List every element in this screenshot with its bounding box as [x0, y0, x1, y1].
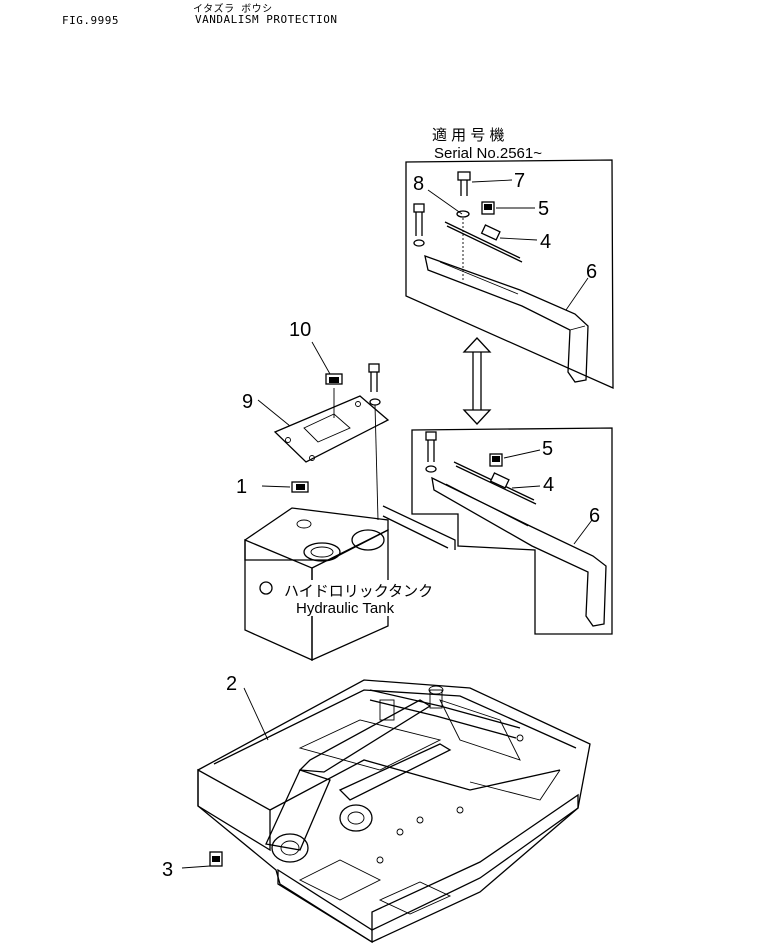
- alternative-arrow: [462, 337, 492, 425]
- plate-assembly: 10 9: [242, 319, 390, 521]
- callout-10: 10: [289, 319, 311, 341]
- callout-4-lower: 4: [543, 474, 554, 496]
- serial-heading-jp: 適 用 号 機: [432, 126, 505, 144]
- figure-title: VANDALISM PROTECTION: [195, 13, 338, 26]
- callout-8: 8: [413, 173, 424, 195]
- part-6-cover-lower: [431, 476, 607, 627]
- part-4-bracket-lower: [489, 472, 510, 489]
- standard-detail-box: 5 4 6: [411, 427, 613, 635]
- figure-number: FIG.9995: [62, 14, 119, 27]
- part-4-bar-upper: [444, 221, 523, 263]
- standard-box-frame: [411, 427, 613, 635]
- callout-6-lower: 6: [589, 505, 600, 527]
- revolving-frame: 2 3: [162, 673, 591, 944]
- serial-detail-box: 適 用 号 機 Serial No.2561~ 7 5 4 8: [405, 126, 614, 390]
- callout-2: 2: [226, 673, 237, 695]
- callout-3: 3: [162, 859, 173, 881]
- tank-label-en: Hydraulic Tank: [296, 600, 395, 617]
- callout-4-upper: 4: [540, 231, 551, 253]
- part-6-cover-upper: [424, 254, 589, 383]
- part-4-bracket-upper: [480, 224, 501, 241]
- callout-7: 7: [514, 170, 525, 192]
- callout-1: 1: [236, 476, 247, 498]
- callout-5-lower: 5: [542, 438, 553, 460]
- part-9-plate: [273, 395, 390, 463]
- callout-9: 9: [242, 391, 253, 413]
- part-7-bolt: [457, 171, 471, 181]
- callout-6-upper: 6: [586, 261, 597, 283]
- title-kana: イタズラ ボウシ: [193, 4, 273, 15]
- serial-heading-en: Serial No.2561~: [434, 145, 542, 162]
- hydraulic-tank: 1 ハイドロリックタンク Hydraulic Tank: [236, 476, 456, 662]
- serial-box-frame: [405, 159, 614, 390]
- callout-5-upper: 5: [538, 198, 549, 220]
- tank-label-jp: ハイドロリックタンク: [284, 583, 433, 600]
